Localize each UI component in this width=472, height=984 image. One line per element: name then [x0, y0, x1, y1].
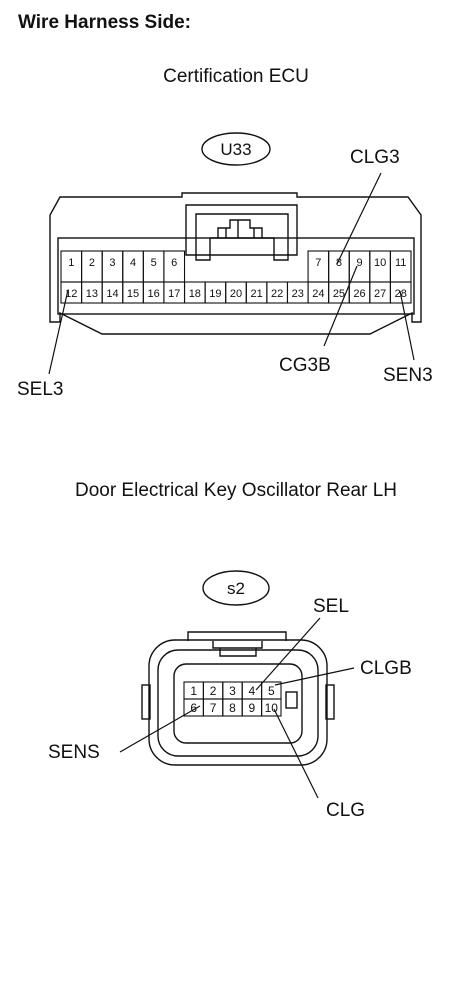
connector-2-title: Door Electrical Key Oscillator Rear LH — [74, 480, 398, 501]
connector-2-code: s2 — [227, 579, 245, 598]
label-clg3: CLG3 — [350, 147, 400, 168]
pin-number-10: 10 — [374, 257, 386, 269]
pin-number-8: 8 — [336, 257, 342, 269]
connector-2-cavity-frame — [173, 663, 303, 744]
label-cg3b: CG3B — [279, 355, 331, 376]
pin-number-23: 23 — [292, 288, 304, 300]
leader-sel3 — [48, 289, 69, 375]
pin-number-1: 1 — [68, 257, 74, 269]
connector-1-latch-key — [217, 219, 263, 238]
leader-sen3 — [399, 290, 415, 361]
pin-number-5: 5 — [151, 257, 157, 269]
pin-number-6: 6 — [190, 701, 197, 715]
pin-number-7: 7 — [315, 257, 321, 269]
pin-number-2: 2 — [89, 257, 95, 269]
pin-number-22: 22 — [271, 288, 283, 300]
connector-1-title: Certification ECU — [163, 66, 309, 87]
pin-number-1: 1 — [190, 684, 197, 698]
connector-2-top-tab — [187, 631, 287, 641]
connector-1 — [49, 132, 422, 335]
page-heading: Wire Harness Side: — [18, 12, 192, 33]
leader-sel — [255, 617, 321, 691]
connector-2-leaders — [119, 617, 355, 799]
connector-2-housing-inner — [157, 649, 319, 757]
connector-1-cavities — [60, 250, 412, 304]
pin-number-26: 26 — [353, 288, 365, 300]
pin-number-9: 9 — [356, 257, 362, 269]
pin-number-15: 15 — [127, 288, 139, 300]
connector-2-code-oval — [202, 570, 270, 606]
cavity-6 — [163, 250, 186, 283]
pin-number-20: 20 — [230, 288, 242, 300]
pin-number-25: 25 — [333, 288, 345, 300]
pin-number-8: 8 — [229, 701, 236, 715]
connector-1-latch-inner — [195, 213, 289, 261]
pin-number-3: 3 — [109, 257, 115, 269]
pin-number-27: 27 — [374, 288, 386, 300]
cavity-10 — [261, 698, 282, 717]
label-clgb: CLGB — [360, 658, 412, 679]
label-sens: SENS — [48, 742, 100, 763]
pin-number-9: 9 — [249, 701, 256, 715]
connector-1-code-oval — [201, 132, 271, 166]
connector-1-code: U33 — [220, 140, 251, 159]
pin-number-6: 6 — [171, 257, 177, 269]
pin-number-5: 5 — [268, 684, 275, 698]
pin-number-7: 7 — [210, 701, 217, 715]
leader-cg3b — [323, 265, 358, 347]
connector-2-left-peg — [141, 684, 151, 720]
pin-number-11: 11 — [395, 257, 406, 269]
pin-number-3: 3 — [229, 684, 236, 698]
pin-number-13: 13 — [86, 288, 98, 300]
leader-clg3 — [336, 172, 382, 265]
connector-2-housing — [148, 639, 328, 766]
pin-number-2: 2 — [210, 684, 217, 698]
pin-number-24: 24 — [312, 288, 324, 300]
pin-number-19: 19 — [209, 288, 221, 300]
leader-sens — [119, 705, 201, 753]
connector-2-key — [285, 691, 298, 709]
pin-number-16: 16 — [148, 288, 160, 300]
pin-number-17: 17 — [168, 288, 180, 300]
pin-number-21: 21 — [250, 288, 262, 300]
connector-2-cavities — [183, 681, 282, 717]
pin-number-18: 18 — [189, 288, 201, 300]
label-sel: SEL — [313, 596, 349, 617]
pin-number-4: 4 — [249, 684, 256, 698]
leader-clgb — [274, 667, 355, 686]
label-sel3: SEL3 — [17, 379, 63, 400]
leader-clg — [273, 708, 319, 799]
connector-1-leaders — [48, 172, 415, 375]
connector-1-latch-outer — [185, 204, 298, 256]
label-clg: CLG — [326, 800, 365, 821]
connector-2 — [141, 570, 335, 766]
label-sen3: SEN3 — [383, 365, 433, 386]
cavity-11 — [389, 250, 412, 283]
pin-number-14: 14 — [106, 288, 118, 300]
pin-number-4: 4 — [130, 257, 136, 269]
connector-1-housing — [49, 192, 422, 335]
connector-2-right-peg — [325, 684, 335, 720]
